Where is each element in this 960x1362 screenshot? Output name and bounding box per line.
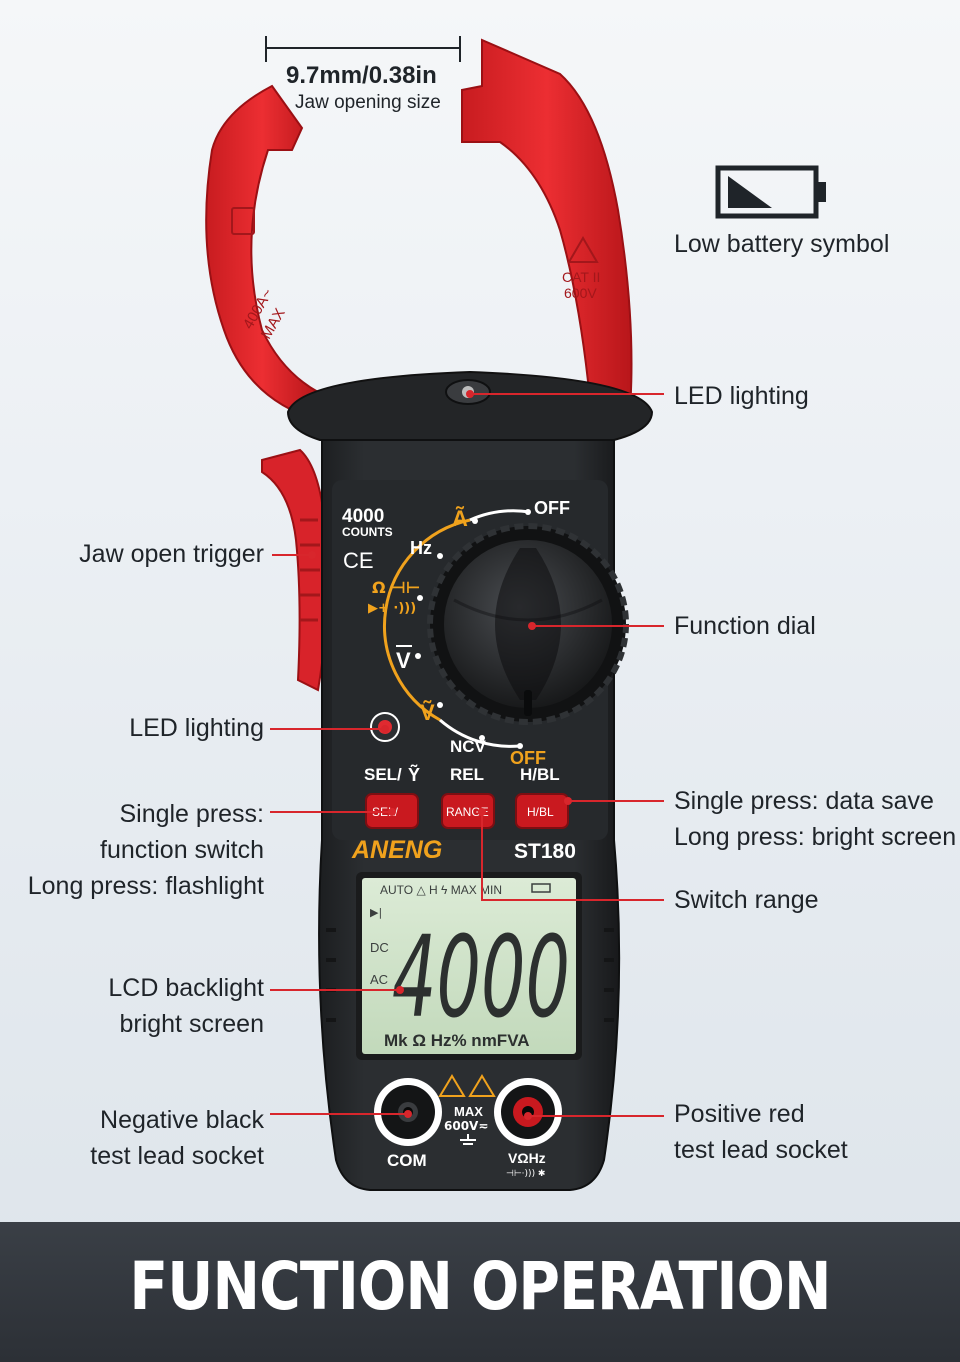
ce-mark: CE xyxy=(343,548,374,573)
sel-callout-line-3: Long press: flashlight xyxy=(27,872,264,900)
lcd-callout-line-1: LCD backlight xyxy=(108,974,264,1002)
hbl-callout-line-1: Single press: data save xyxy=(674,787,934,815)
vohm-label: VΩHz xyxy=(508,1150,546,1166)
dial-scale-arc xyxy=(383,518,471,722)
positive-socket-line-2: test lead socket xyxy=(674,1136,848,1164)
flashlight-icon: Ỹ xyxy=(408,764,420,785)
switch-range-label: Switch range xyxy=(674,886,819,914)
max-voltage-label: 600V≂ xyxy=(444,1119,488,1133)
warning-icon xyxy=(567,236,599,263)
lcd-indicator-dc: DC xyxy=(370,940,389,955)
side-led-label: LED lighting xyxy=(129,714,264,742)
positive-socket-line-1: Positive red xyxy=(674,1100,805,1128)
lcd-battery-icon xyxy=(531,883,551,893)
jaw-size: 9.7mm/0.38in xyxy=(286,62,437,89)
top-led-label: LED lighting xyxy=(674,382,809,410)
vohm-sub-label: ⊣⊢·))) ✱ xyxy=(506,1169,545,1179)
rel-button-caption: REL xyxy=(450,765,484,784)
max-label: MAX xyxy=(454,1104,483,1119)
function-dial-label: Function dial xyxy=(674,612,816,640)
counts-value: 4000 xyxy=(342,506,384,527)
counts-label: COUNTS xyxy=(342,525,393,539)
warning-icon-2 xyxy=(468,1074,496,1097)
range-button-label: RANGE xyxy=(446,805,489,819)
right-jaw xyxy=(461,38,633,412)
hbl-button-label: H/BL xyxy=(527,805,554,819)
ground-icon xyxy=(460,1134,476,1145)
lcd-indicator-ac: AC xyxy=(370,972,388,987)
low-battery-icon xyxy=(715,165,826,219)
negative-socket-line-2: test lead socket xyxy=(90,1142,264,1170)
jaw-trigger-label: Jaw open trigger xyxy=(79,540,264,568)
lcd-status-line: AUTO △ H ϟ MAX MIN xyxy=(380,883,502,897)
callout-lines xyxy=(270,393,664,1117)
lcd-screen: AUTO △ H ϟ MAX MIN ▶| DC AC 4000 Mk Ω Hz… xyxy=(356,872,582,1060)
jaw-size-caption: Jaw opening size xyxy=(295,92,441,113)
left-jaw xyxy=(205,84,319,422)
dial-label-off-top: OFF xyxy=(534,498,570,518)
bottom-banner xyxy=(0,1222,960,1362)
dial-label-amps: Ã xyxy=(452,506,468,531)
jaw-dimension-line xyxy=(265,36,461,62)
lcd-callout-line-2: bright screen xyxy=(119,1010,264,1038)
hbl-button[interactable]: H/BL xyxy=(515,793,569,829)
right-jaw-mark-2: 600V xyxy=(564,285,597,301)
banner-title: FUNCTION OPERATION xyxy=(129,1248,831,1325)
dial-label-off-bottom: OFF xyxy=(510,748,546,768)
brand-logo: ANENG xyxy=(351,836,442,864)
dial-label-ohm-cap: Ω ⊣⊢ xyxy=(372,578,420,597)
model-number: ST180 xyxy=(514,840,576,863)
sel-button-caption: SEL/ xyxy=(364,765,402,784)
lcd-reading: 4000 xyxy=(392,913,570,1043)
meter-head xyxy=(286,370,654,441)
warning-icon-1 xyxy=(438,1074,466,1097)
hbl-button-caption: H/BL xyxy=(520,765,560,784)
dial-label-vac: Ṽ xyxy=(420,700,435,725)
lcd-units: Mk Ω Hz% nmFVA xyxy=(384,1031,530,1050)
com-label: COM xyxy=(387,1151,427,1170)
function-dial[interactable] xyxy=(427,523,629,725)
dial-label-ncv: NCV xyxy=(450,737,487,756)
hbl-callout-line-2: Long press: bright screen xyxy=(674,823,957,851)
lightning-icon xyxy=(231,207,255,235)
dial-label-vdc: V xyxy=(396,648,411,673)
sel-callout-line-1: Single press: xyxy=(119,800,264,828)
low-battery-label: Low battery symbol xyxy=(674,230,890,258)
sel-callout-line-2: function switch xyxy=(100,836,264,864)
dial-label-diode: ▶+ ·))) xyxy=(368,601,416,616)
lcd-diode-icon: ▶| xyxy=(370,906,382,919)
right-jaw-mark-1: CAT II xyxy=(562,269,600,285)
dial-label-hz: Hz xyxy=(410,538,432,558)
negative-socket-line-1: Negative black xyxy=(100,1106,264,1134)
range-button[interactable]: RANGE xyxy=(441,793,495,829)
